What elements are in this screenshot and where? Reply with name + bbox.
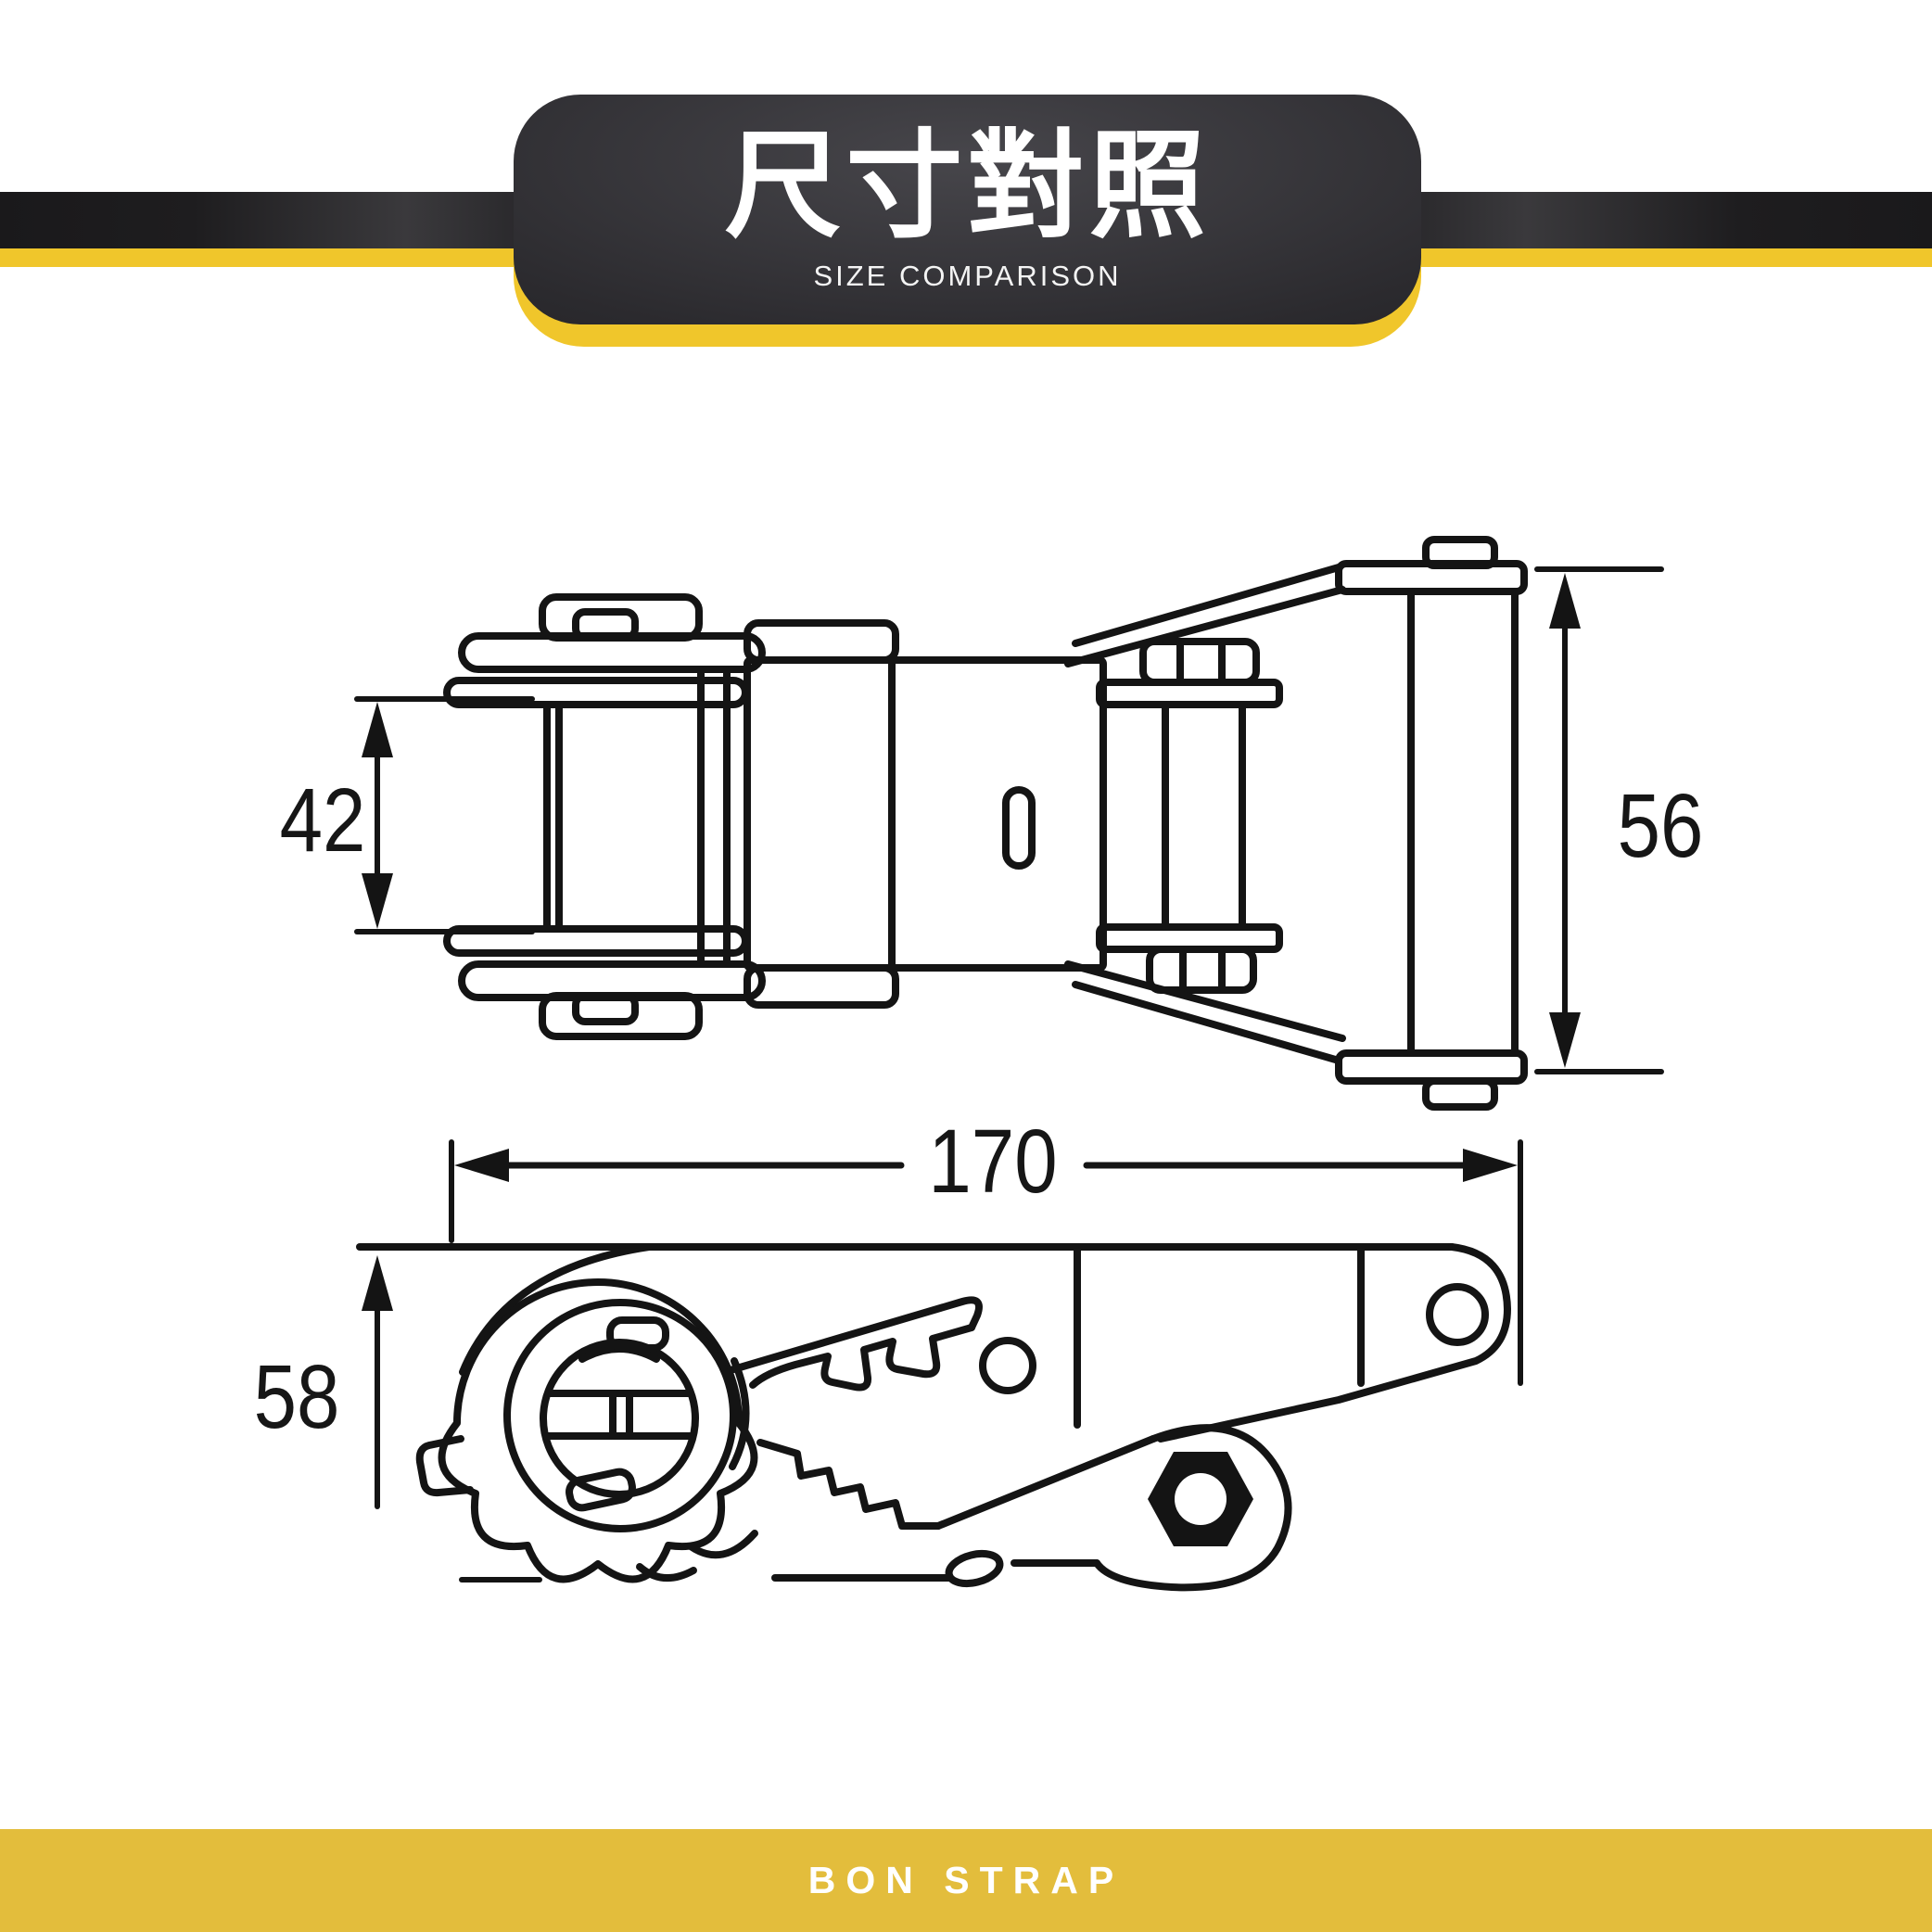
page-subtitle: SIZE COMPARISON	[813, 260, 1122, 292]
page-title: 尺寸對照	[724, 121, 1211, 251]
dimension-label-webbing-width: 42	[279, 769, 366, 871]
top-view-dimension-lines	[354, 566, 1664, 1074]
top-view-drawing	[443, 536, 1528, 1111]
brand-name: BON STRAP	[807, 1859, 1125, 1901]
dimension-label-body-height: 58	[253, 1346, 340, 1447]
header-badge	[514, 95, 1421, 324]
side-view-dimension-lines	[362, 1139, 1523, 1582]
footer-bar: BON STRAP	[0, 1829, 1932, 1932]
side-view-drawing	[356, 1243, 1511, 1592]
dimension-label-handle-height: 56	[1617, 775, 1704, 876]
dimension-label-overall-length: 170	[928, 1111, 1058, 1212]
